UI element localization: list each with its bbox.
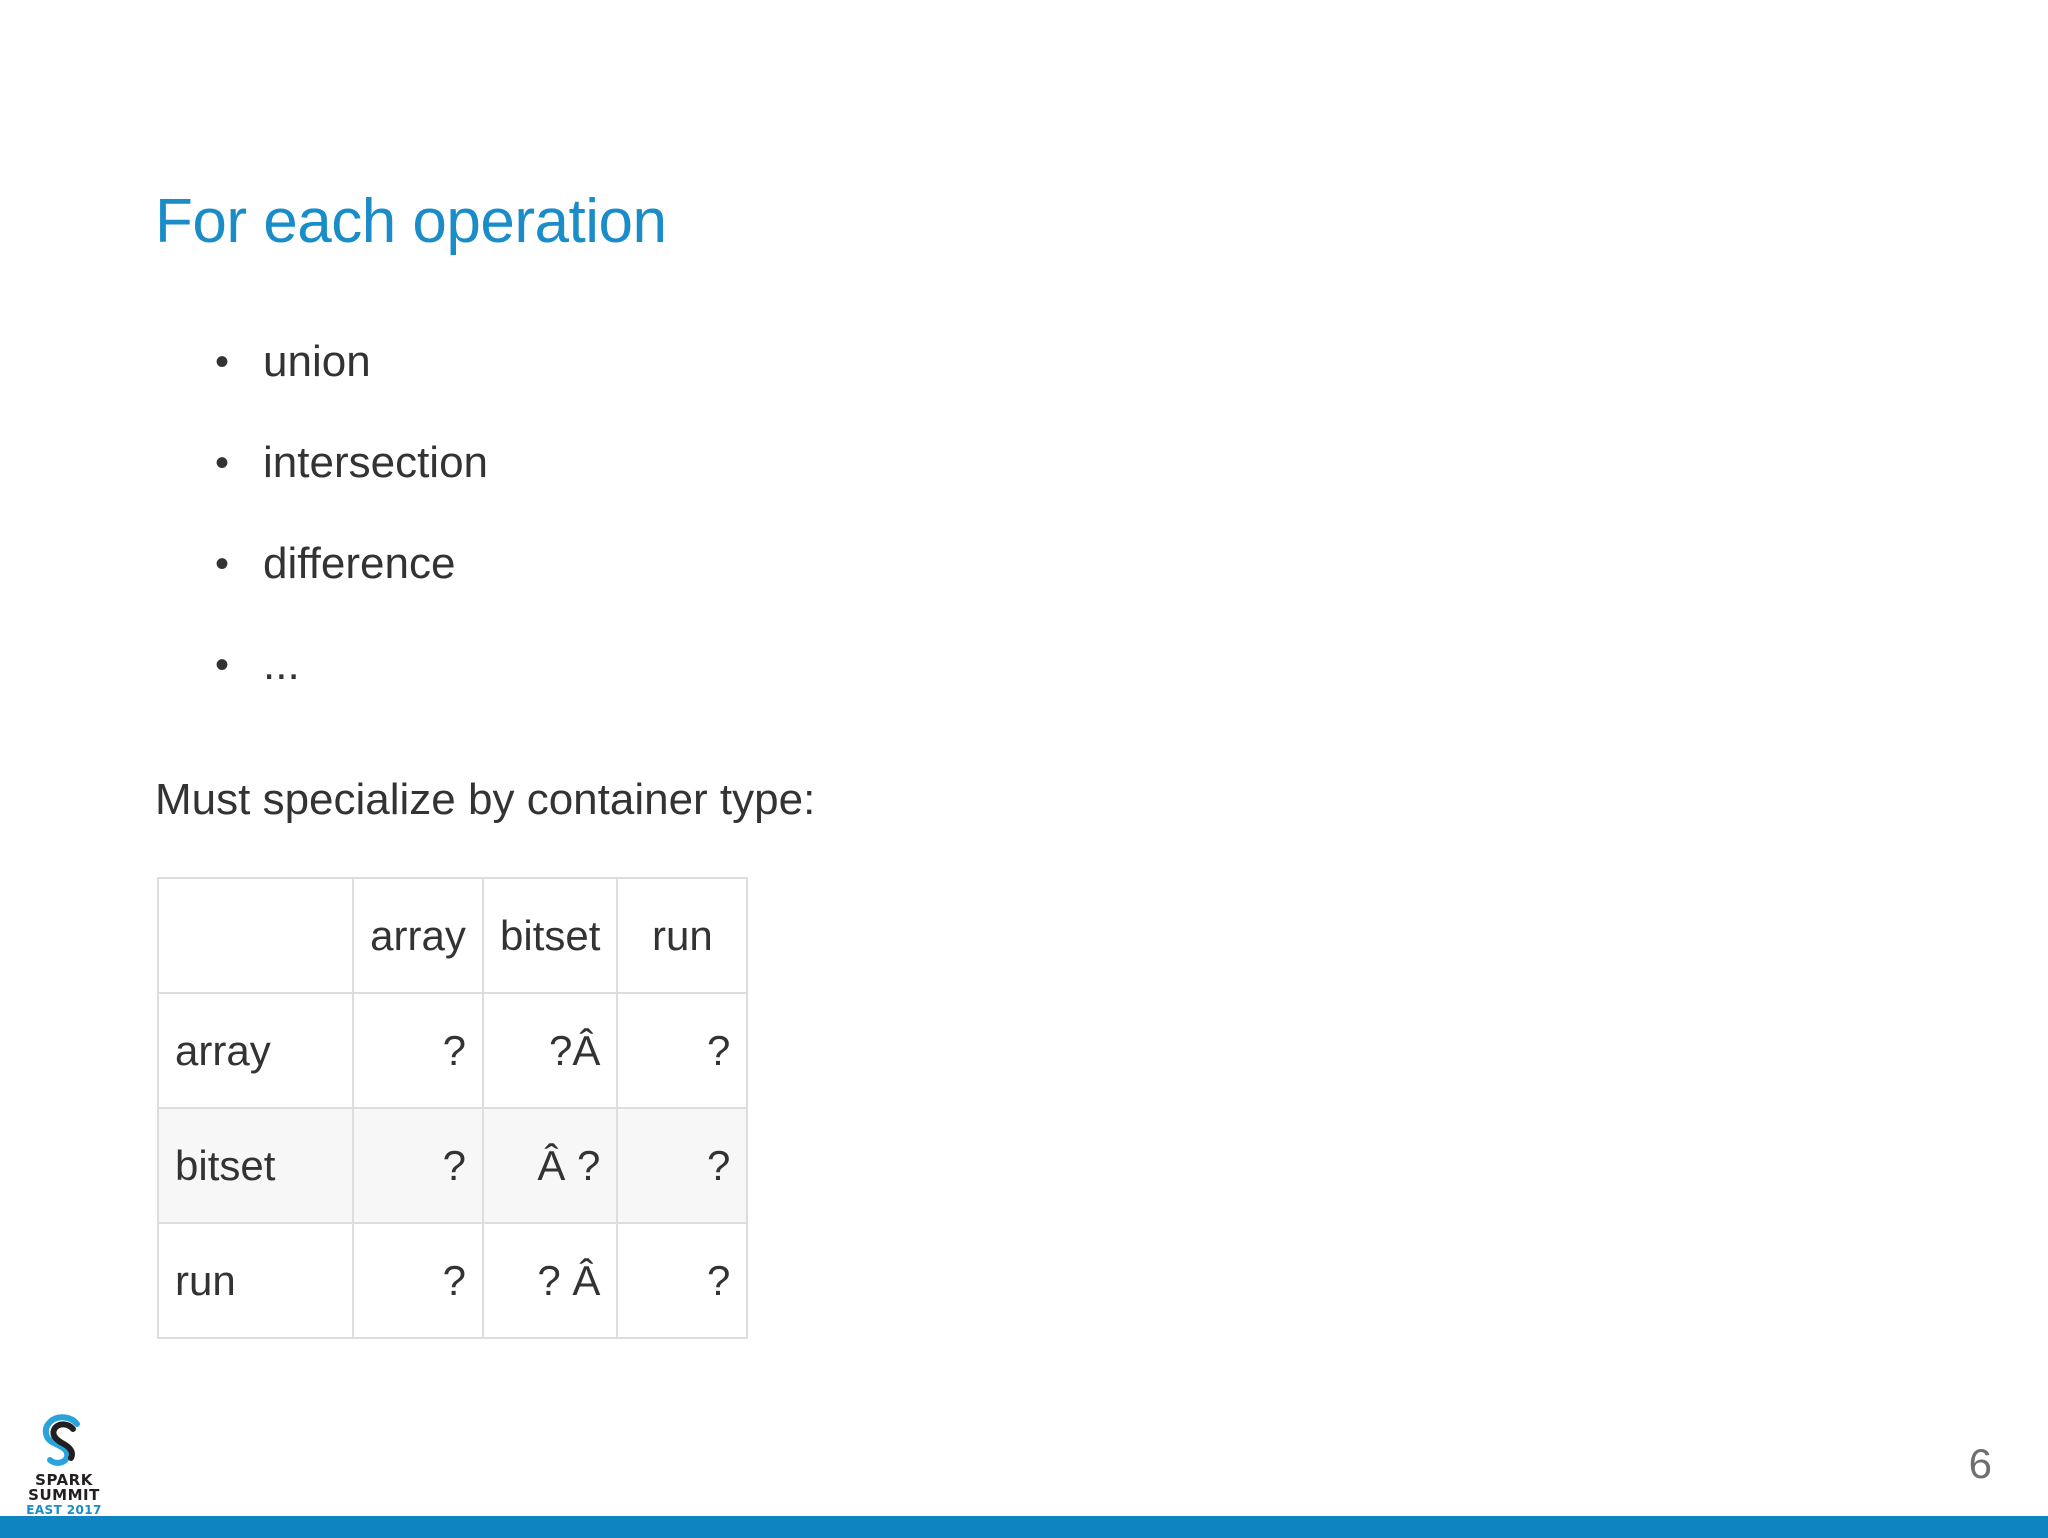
page-number: 6 — [1968, 1440, 1992, 1487]
matrix-corner-cell — [157, 877, 354, 994]
cell-array-bitset: ?Â — [481, 992, 619, 1109]
row-header-array: array — [157, 992, 354, 1109]
logo-line-east: EAST 2017 — [26, 1503, 102, 1517]
bullet-dot-icon: • — [215, 643, 230, 687]
matrix-table: array bitset run array ? ?Â ? bitset ? Â… — [157, 877, 749, 1339]
cell-bitset-run: ? — [616, 1107, 749, 1224]
row-header-bitset: bitset — [157, 1107, 354, 1224]
table-row: run ? ? Â ? — [157, 1222, 749, 1339]
spark-spiral-icon — [33, 1412, 95, 1470]
logo-line-summit: SUMMIT — [28, 1486, 100, 1504]
spark-summit-logo: SPARK SUMMIT EAST 2017 — [18, 1412, 110, 1516]
cell-bitset-bitset: Â ? — [481, 1107, 619, 1224]
list-item: • difference — [215, 542, 1415, 643]
list-item-label: difference — [263, 539, 456, 588]
column-header-run: run — [616, 877, 749, 994]
bullet-list: • union • intersection • difference • ..… — [215, 340, 1415, 744]
bullet-dot-icon: • — [215, 542, 230, 586]
bullet-dot-icon: • — [215, 340, 230, 384]
cell-bitset-array: ? — [352, 1107, 484, 1224]
cell-run-run: ? — [616, 1222, 749, 1339]
table-row: bitset ? Â ? ? — [157, 1107, 749, 1224]
list-item: • ... — [215, 643, 1415, 744]
table-row: array ? ?Â ? — [157, 992, 749, 1109]
column-header-array: array — [352, 877, 484, 994]
table-header-row: array bitset run — [157, 877, 749, 994]
list-item-label: ... — [263, 640, 300, 689]
container-type-matrix: array bitset run array ? ?Â ? bitset ? Â… — [157, 877, 749, 1339]
page-title: For each operation — [155, 187, 667, 256]
logo-wordmark: SPARK SUMMIT EAST 2017 — [18, 1471, 110, 1517]
cell-array-run: ? — [616, 992, 749, 1109]
list-item: • union — [215, 340, 1415, 441]
cell-array-array: ? — [352, 992, 484, 1109]
bullet-dot-icon: • — [215, 441, 230, 485]
footer-accent-bar — [0, 1516, 2048, 1538]
lead-in-text: Must specialize by container type: — [155, 775, 816, 824]
cell-run-bitset: ? Â — [481, 1222, 619, 1339]
column-header-bitset: bitset — [481, 877, 619, 994]
cell-run-array: ? — [352, 1222, 484, 1339]
logo-line-spark: SPARK — [35, 1471, 93, 1489]
list-item-label: union — [263, 337, 371, 386]
list-item: • intersection — [215, 441, 1415, 542]
list-item-label: intersection — [263, 438, 489, 487]
row-header-run: run — [157, 1222, 354, 1339]
